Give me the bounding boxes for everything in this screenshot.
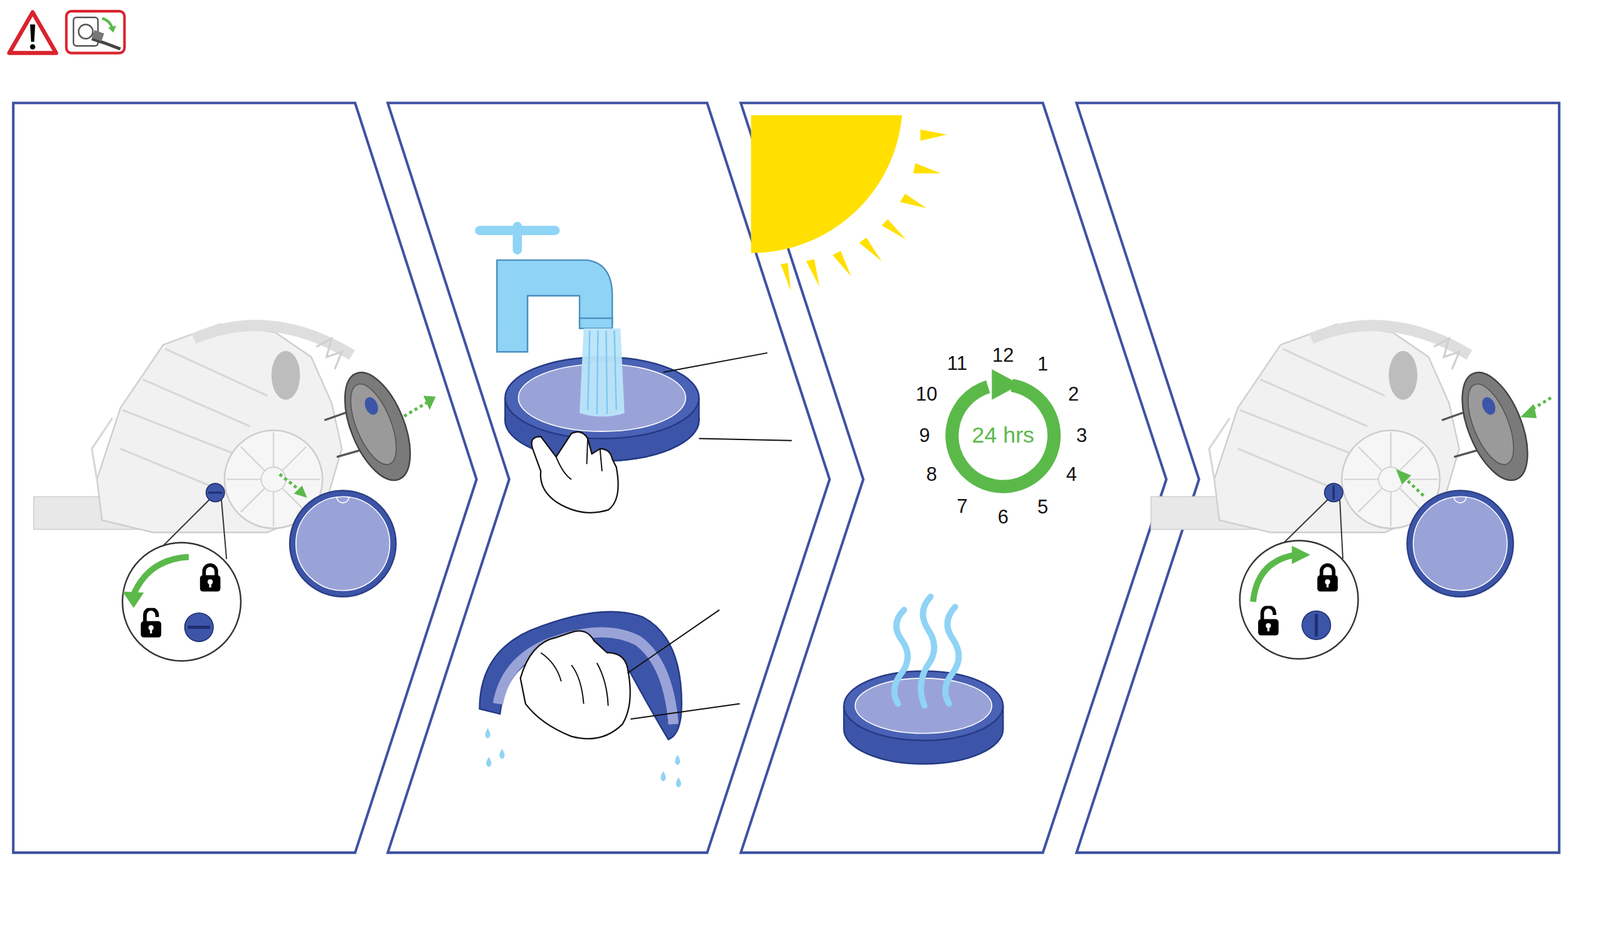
clock-number: 2 (1068, 384, 1079, 404)
clock-number: 8 (926, 464, 938, 485)
unplug-icon (66, 11, 125, 54)
clock-number: 9 (918, 425, 930, 446)
clock-number: 1 (1037, 354, 1049, 374)
warning-icon (9, 12, 57, 54)
clock-number: 10 (915, 384, 938, 404)
duration-label: 24 hrs (972, 424, 1035, 448)
step-panel (13, 102, 1560, 853)
vacuum-remove (33, 324, 436, 662)
vacuum-refit (1150, 324, 1552, 660)
clock-number: 6 (997, 507, 1009, 527)
clock-number: 7 (957, 496, 968, 516)
clock-number: 3 (1076, 425, 1087, 446)
clock-number: 11 (947, 353, 968, 374)
dry-filter (750, 115, 1062, 765)
clock-number: 4 (1066, 464, 1077, 485)
clock-number: 5 (1037, 497, 1049, 517)
clock-number: 12 (992, 345, 1014, 366)
wash-filter (479, 226, 793, 788)
